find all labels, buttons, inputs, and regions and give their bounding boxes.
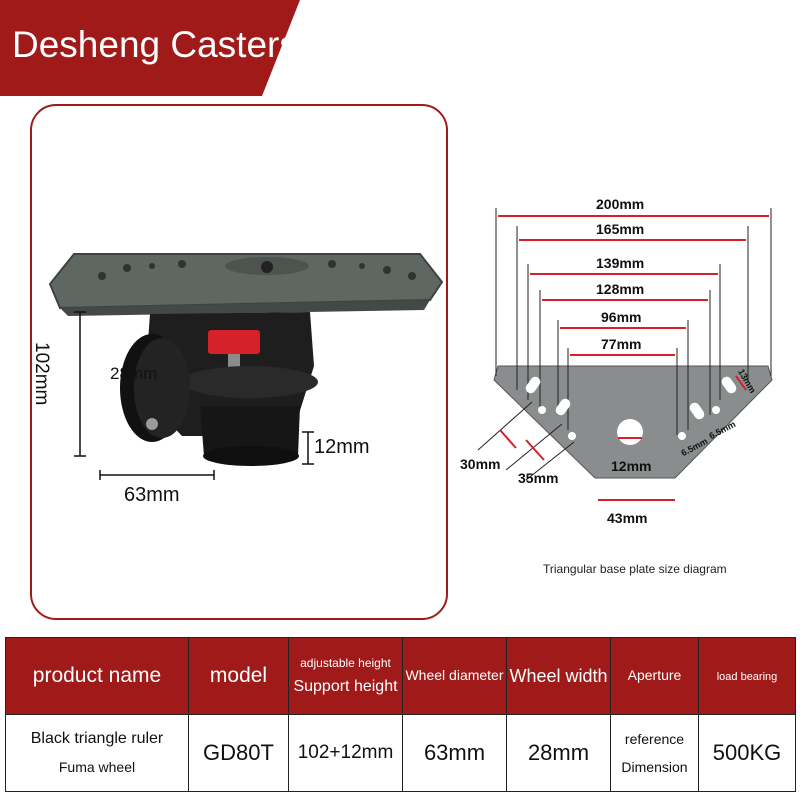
header-load-bearing: load bearing	[698, 637, 796, 715]
dim-77: 77mm	[601, 336, 642, 352]
diagram-caption: Triangular base plate size diagram	[543, 562, 727, 576]
value-support-height: 102+12mm	[288, 714, 403, 792]
diameter-label: 63mm	[124, 484, 180, 506]
dim-128: 128mm	[596, 281, 645, 297]
header-model: model	[188, 637, 289, 715]
wheel-width-label: 28mm	[110, 364, 158, 383]
base-plate-diagram: 200mm 165mm 139mm 128mm 96mm 77mm 12mm 4…	[460, 180, 790, 550]
product-photo-frame: 102mm 28mm 12mm 63mm	[30, 104, 448, 620]
value-load-bearing: 500KG	[698, 714, 796, 792]
spec-table: product name model adjustable height Sup…	[5, 637, 796, 792]
header-wheel-diameter: Wheel diameter	[402, 637, 507, 715]
left-offset-a-label: 30mm	[460, 456, 501, 472]
header-aperture: Aperture	[610, 637, 699, 715]
diagram-drawing	[477, 208, 773, 501]
brand-banner: Desheng Casters	[0, 0, 300, 96]
dim-96: 96mm	[601, 309, 642, 325]
height-label: 102mm	[31, 342, 52, 406]
header-product-name: product name	[5, 637, 189, 715]
left-offset-b-label: 35mm	[518, 470, 559, 486]
brand-banner-shape	[0, 0, 300, 96]
dim-165: 165mm	[596, 221, 645, 237]
spec-header-row: product name model adjustable height Sup…	[5, 637, 796, 715]
brand-title: Desheng Casters	[12, 24, 298, 65]
value-aperture: reference Dimension	[610, 714, 699, 792]
bottom-width-label: 43mm	[607, 510, 648, 526]
value-wheel-width: 28mm	[506, 714, 611, 792]
dim-139: 139mm	[596, 255, 645, 271]
caster-illustration	[48, 253, 444, 480]
header-wheel-width: Wheel width	[506, 637, 611, 715]
stem-label: 12mm	[314, 436, 370, 458]
header-support-height: adjustable height Support height	[288, 637, 403, 715]
dim-200: 200mm	[596, 196, 645, 212]
value-model: GD80T	[188, 714, 289, 792]
spec-value-row: Black triangle ruler Fuma wheel GD80T 10…	[5, 714, 796, 792]
value-wheel-diameter: 63mm	[402, 714, 507, 792]
value-product-name: Black triangle ruler Fuma wheel	[5, 714, 189, 792]
hole-diameter-label: 12mm	[611, 458, 652, 474]
